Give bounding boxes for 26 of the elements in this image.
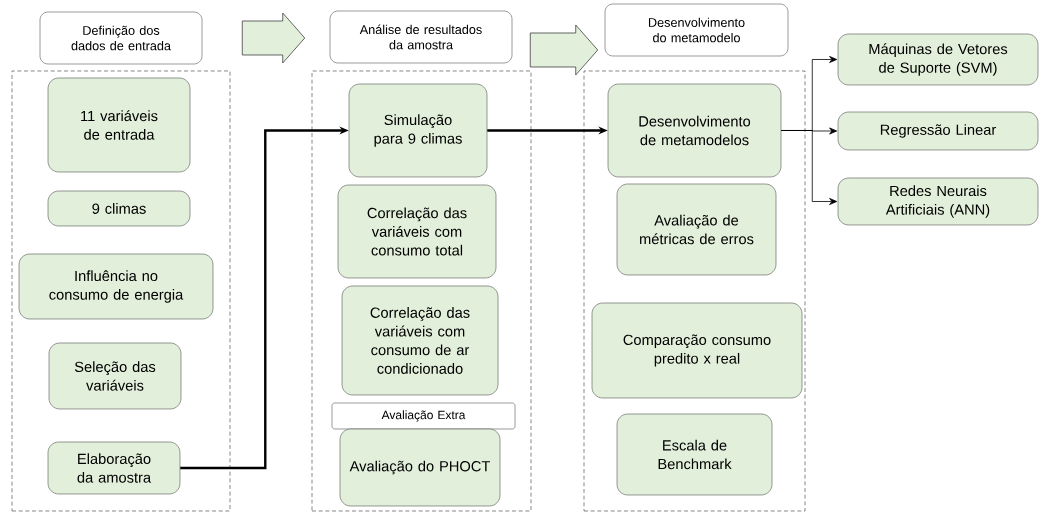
process-box: Máquinas de Vetores de Suporte (SVM) <box>837 33 1039 86</box>
process-box: Avaliação do PHOCT <box>339 428 501 507</box>
header-box: Desenvolvimento do metamodelo <box>604 3 789 57</box>
block-arrow <box>241 12 306 64</box>
process-box: Regressão Linear <box>837 111 1039 151</box>
dashed-frame <box>11 70 231 512</box>
process-box: Redes Neurais Artificiais (ANN) <box>837 177 1039 226</box>
process-box: Seleção das variáveis <box>48 342 182 410</box>
arrow <box>780 130 838 205</box>
block-arrow <box>529 24 599 76</box>
header-box: Definição dos dados de entrada <box>39 11 203 65</box>
process-box: Influência no consumo de energia <box>18 253 214 320</box>
process-box: Escala de Benchmark <box>616 413 773 496</box>
process-box: Simulação para 9 climas <box>348 83 488 178</box>
dashed-frame <box>311 70 532 512</box>
process-box: Correlação das variáveis com consumo de ar condicionado <box>341 285 499 396</box>
process-box: 11 variáveis de entrada <box>47 77 191 173</box>
process-box: Elaboração da amostra <box>47 441 181 495</box>
process-box: Correlação das variáveis com consumo total <box>337 184 497 279</box>
process-box: Desenvolvimento de metamodelos <box>607 83 782 178</box>
label-box: Avaliação Extra <box>331 402 516 430</box>
dashed-frame <box>583 70 806 512</box>
header-box: Análise de resultados da amostra <box>329 10 513 64</box>
process-box: Comparação consumo predito x real <box>591 302 803 399</box>
process-box: Avaliação de métricas de erros <box>616 183 777 276</box>
process-box: 9 climas <box>47 190 191 227</box>
